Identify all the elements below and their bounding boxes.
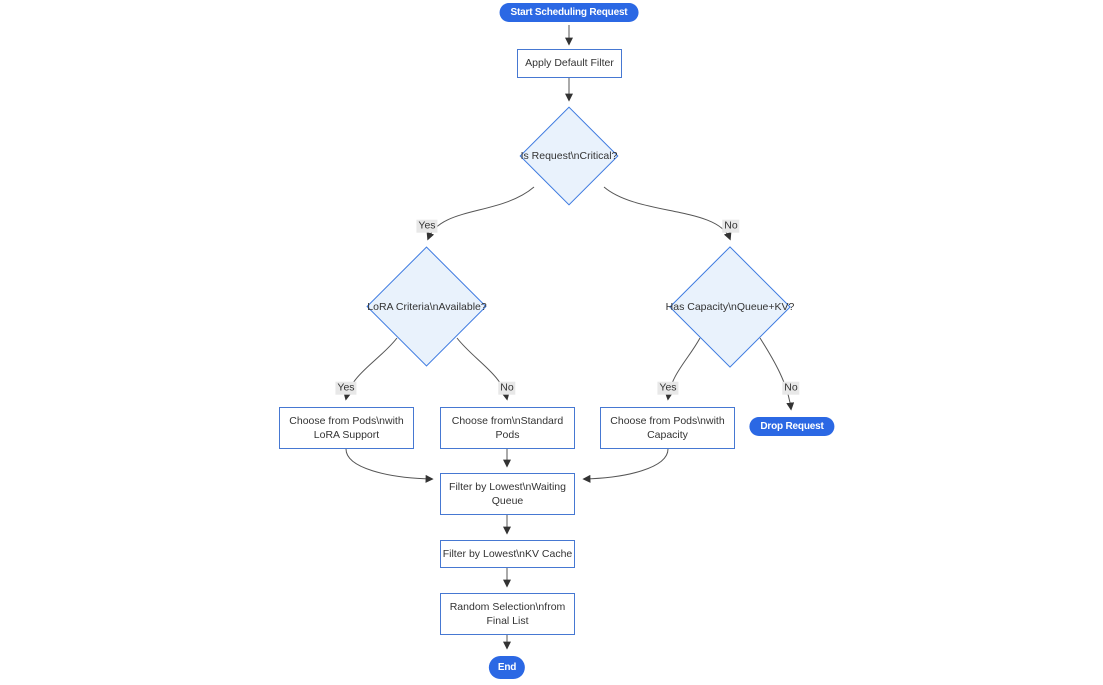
edge-label-capacity-no: No <box>782 381 800 395</box>
node-apply-default-filter: Apply Default Filter <box>517 49 622 78</box>
decision-has-capacity-label: Has Capacity\nQueue+KV? <box>665 301 795 313</box>
edge-capacity-no <box>759 337 795 411</box>
edge-label-lora-no: No <box>498 381 516 395</box>
edge-capacitypods-filter <box>582 448 669 483</box>
edge-critical-yes <box>426 186 535 241</box>
node-end: End <box>488 656 526 679</box>
edge-label-critical-yes: Yes <box>416 219 438 233</box>
node-choose-lora-pods: Choose from Pods\nwith LoRA Support <box>279 407 414 449</box>
edge-lorapods-filter <box>345 448 434 483</box>
edge-label-lora-yes: Yes <box>335 381 357 395</box>
node-choose-standard-pods: Choose from\nStandard Pods <box>440 407 575 449</box>
node-choose-capacity-pods: Choose from Pods\nwith Capacity <box>600 407 735 449</box>
decision-is-critical-label: Is Request\nCritical? <box>520 150 618 162</box>
edge-label-critical-no: No <box>722 219 740 233</box>
node-filter-waiting-queue: Filter by Lowest\nWaiting Queue <box>440 473 575 515</box>
node-start: Start Scheduling Request <box>499 3 639 22</box>
node-drop-request: Drop Request <box>749 417 835 436</box>
edge-label-capacity-yes: Yes <box>657 381 679 395</box>
decision-lora-criteria-label: LoRA Criteria\nAvailable? <box>367 301 487 313</box>
node-random-selection: Random Selection\nfrom Final List <box>440 593 575 635</box>
edge-critical-no <box>603 186 732 241</box>
node-filter-kv-cache: Filter by Lowest\nKV Cache <box>440 540 575 568</box>
